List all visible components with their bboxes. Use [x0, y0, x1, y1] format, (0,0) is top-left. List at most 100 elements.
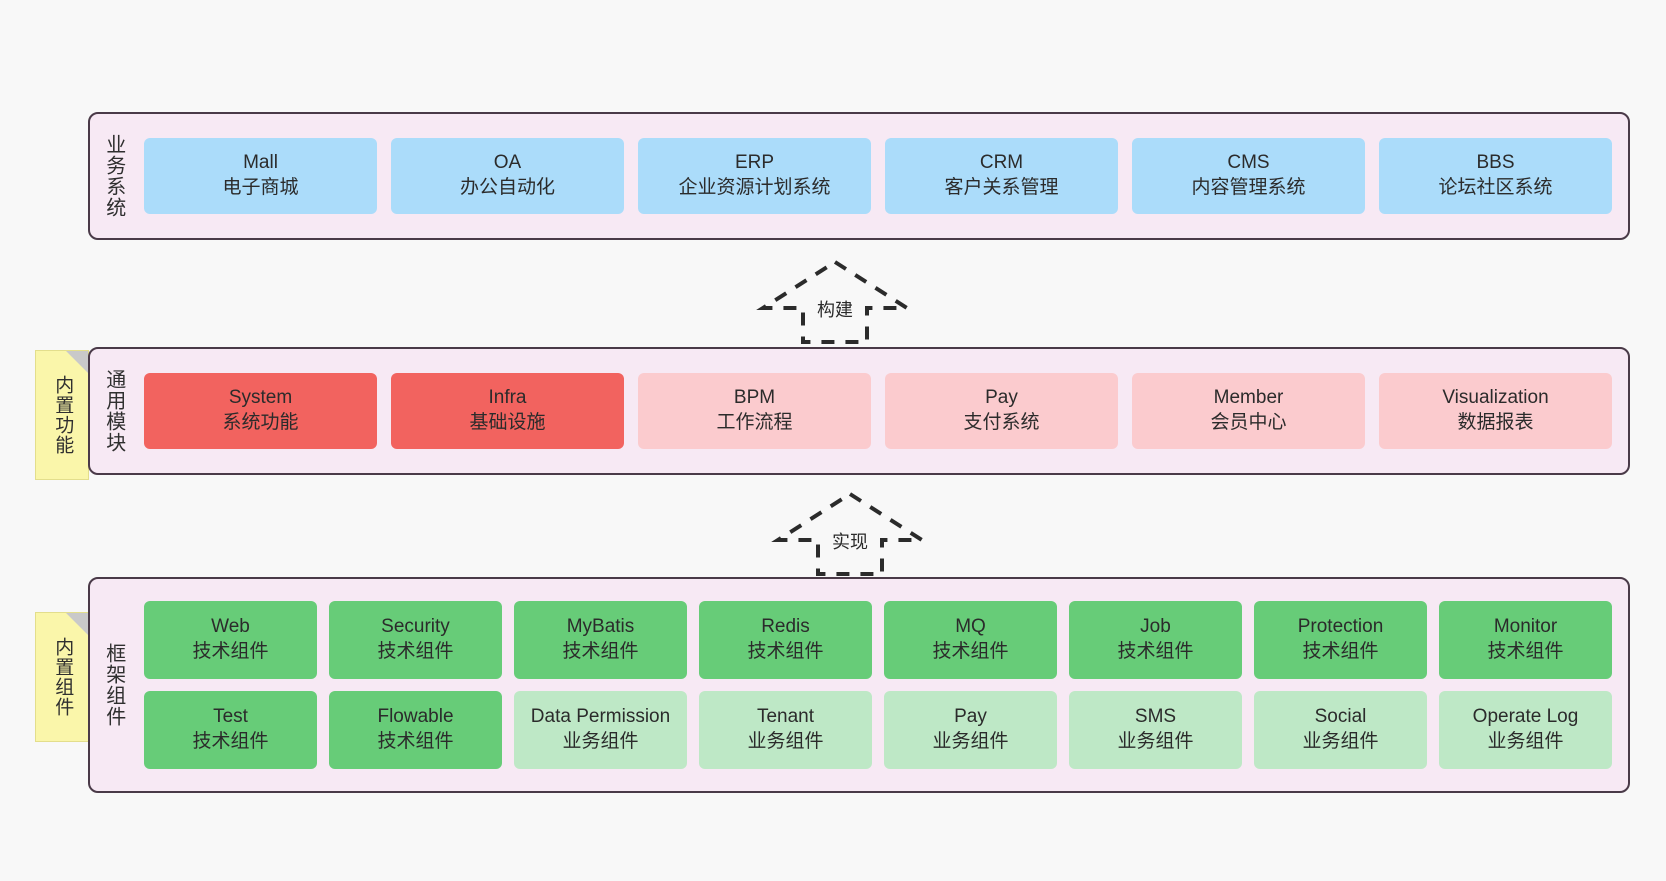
card-title-en: ERP [734, 152, 775, 174]
layer-business-cards: Mall 电子商城 OA 办公自动化 ERP 企业资源计划系统 CRM 客户关系管理 CMS 内容… [136, 114, 1628, 238]
card-title-cn: 业务组件 [932, 731, 1009, 752]
layer-common-title: 通用模块 [102, 369, 125, 453]
card-title-cn: 系统功能 [222, 412, 299, 433]
card-title-cn: 业务组件 [1117, 731, 1194, 752]
card-title-cn: 电子商城 [222, 177, 299, 198]
layer-framework-title: 框架组件 [102, 643, 125, 727]
card-title-cn: 技术组件 [192, 641, 269, 662]
card-sms[interactable]: SMS 业务组件 [1069, 691, 1242, 769]
card-infra[interactable]: Infra 基础设施 [391, 373, 624, 449]
card-title-cn: 技术组件 [1302, 641, 1379, 662]
card-title-en: Visualization [1442, 387, 1549, 409]
card-web[interactable]: Web 技术组件 [144, 601, 317, 679]
note-builtin-functions-label: 内置功能 [52, 375, 74, 455]
card-title-en: Monitor [1493, 616, 1558, 638]
card-title-cn: 技术组件 [192, 731, 269, 752]
card-title-cn: 会员中心 [1210, 412, 1287, 433]
card-title-cn: 企业资源计划系统 [678, 177, 831, 198]
card-pay[interactable]: Pay 业务组件 [884, 691, 1057, 769]
note-builtin-components: 内置组件 [35, 612, 89, 742]
card-title-cn: 内容管理系统 [1191, 177, 1306, 198]
card-title-en: Pay [954, 706, 987, 728]
card-bbs[interactable]: BBS 论坛社区系统 [1379, 138, 1612, 214]
note-builtin-components-label: 内置组件 [52, 637, 74, 717]
card-title-en: Infra [488, 387, 527, 409]
card-oa[interactable]: OA 办公自动化 [391, 138, 624, 214]
card-bpm[interactable]: BPM 工作流程 [638, 373, 871, 449]
card-title-cn: 技术组件 [932, 641, 1009, 662]
note-fold-icon [66, 613, 88, 635]
card-mq[interactable]: MQ 技术组件 [884, 601, 1057, 679]
card-title-en: Tenant [756, 706, 815, 728]
card-title-en: Test [213, 706, 248, 728]
card-title-en: Flowable [377, 706, 454, 728]
card-title-en: Mall [243, 152, 278, 174]
card-title-cn: 客户关系管理 [944, 177, 1059, 198]
note-builtin-functions: 内置功能 [35, 350, 89, 480]
layer-common-cards: System 系统功能 Infra 基础设施 BPM 工作流程 Pay 支付系统 Member 会… [136, 349, 1628, 473]
card-crm[interactable]: CRM 客户关系管理 [885, 138, 1118, 214]
card-flowable[interactable]: Flowable 技术组件 [329, 691, 502, 769]
card-pay[interactable]: Pay 支付系统 [885, 373, 1118, 449]
card-title-cn: 技术组件 [747, 641, 824, 662]
card-title-en: MQ [955, 616, 986, 638]
card-title-en: BPM [733, 387, 776, 409]
card-title-cn: 业务组件 [747, 731, 824, 752]
card-monitor[interactable]: Monitor 技术组件 [1439, 601, 1612, 679]
card-title-cn: 技术组件 [377, 641, 454, 662]
card-cms[interactable]: CMS 内容管理系统 [1132, 138, 1365, 214]
card-data-permission[interactable]: Data Permission 业务组件 [514, 691, 687, 769]
card-test[interactable]: Test 技术组件 [144, 691, 317, 769]
card-job[interactable]: Job 技术组件 [1069, 601, 1242, 679]
card-title-cn: 论坛社区系统 [1438, 177, 1553, 198]
card-title-cn: 业务组件 [1487, 731, 1564, 752]
arrow-implement: 实现 [770, 490, 930, 578]
card-title-en: OA [493, 152, 522, 174]
card-operate-log[interactable]: Operate Log 业务组件 [1439, 691, 1612, 769]
card-visualization[interactable]: Visualization 数据报表 [1379, 373, 1612, 449]
card-title-cn: 技术组件 [1487, 641, 1564, 662]
card-title-en: Web [211, 616, 250, 638]
card-security[interactable]: Security 技术组件 [329, 601, 502, 679]
card-title-en: Redis [761, 616, 810, 638]
card-social[interactable]: Social 业务组件 [1254, 691, 1427, 769]
card-tenant[interactable]: Tenant 业务组件 [699, 691, 872, 769]
layer-common-modules: 通用模块 System 系统功能 Infra 基础设施 BPM 工作流程 Pay 支付系统 Me… [88, 347, 1630, 475]
card-system[interactable]: System 系统功能 [144, 373, 377, 449]
card-title-cn: 业务组件 [562, 731, 639, 752]
card-title-cn: 数据报表 [1457, 412, 1534, 433]
card-member[interactable]: Member 会员中心 [1132, 373, 1365, 449]
card-title-cn: 技术组件 [377, 731, 454, 752]
card-title-cn: 技术组件 [1117, 641, 1194, 662]
card-title-cn: 业务组件 [1302, 731, 1379, 752]
card-redis[interactable]: Redis 技术组件 [699, 601, 872, 679]
card-title-en: Job [1140, 616, 1171, 638]
card-title-en: Protection [1297, 616, 1384, 638]
card-title-en: SMS [1134, 706, 1177, 728]
card-title-en: CMS [1227, 152, 1270, 174]
card-title-cn: 基础设施 [469, 412, 546, 433]
card-title-cn: 工作流程 [716, 412, 793, 433]
card-title-en: CRM [979, 152, 1024, 174]
card-erp[interactable]: ERP 企业资源计划系统 [638, 138, 871, 214]
card-title-cn: 支付系统 [963, 412, 1040, 433]
card-protection[interactable]: Protection 技术组件 [1254, 601, 1427, 679]
card-title-en: System [228, 387, 293, 409]
card-title-en: Social [1314, 706, 1367, 728]
card-title-en: Data Permission [530, 706, 671, 728]
card-title-en: MyBatis [566, 616, 635, 638]
card-title-en: Security [381, 616, 450, 638]
card-mall[interactable]: Mall 电子商城 [144, 138, 377, 214]
card-title-en: BBS [1476, 152, 1515, 174]
arrow-build: 构建 [755, 258, 915, 346]
card-title-en: Pay [985, 387, 1018, 409]
card-title-en: Member [1213, 387, 1284, 409]
card-title-en: Operate Log [1472, 706, 1579, 728]
note-fold-icon [66, 351, 88, 373]
card-title-cn: 办公自动化 [459, 177, 555, 198]
